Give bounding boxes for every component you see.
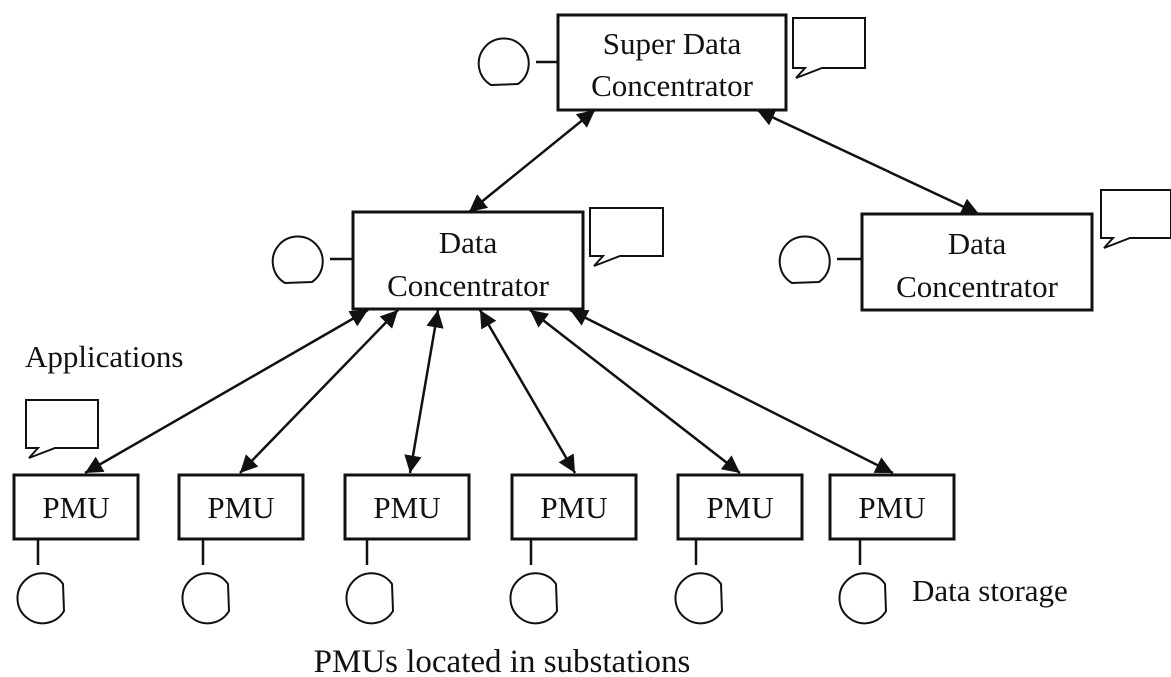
link-pmu-3 [404,309,444,474]
left-concentrator-label-line2: Concentrator [387,268,550,303]
pmu-caption: PMUs located in substations [314,644,691,677]
right-concentrator-label-line2: Concentrator [896,269,1059,304]
pmu-3: PMU [343,473,471,625]
data-storage-icon [838,572,888,625]
data-storage-icon [16,572,66,625]
application-icon [1100,189,1171,249]
super-concentrator-label-line1: Super Data [603,26,742,61]
pmu-box [343,473,471,541]
link-pmu-1 [84,308,369,475]
data-concentrator-left: Data Concentrator [271,207,664,311]
data-storage-icon [271,235,324,285]
link-super-to-right-concentrator [756,108,980,216]
data-storage-label: Data storage [912,573,1068,608]
pmu-row: PMU PMU PMU PMU PMU [12,473,956,625]
pmu-label: PMU [207,490,274,525]
data-storage-icon [674,572,724,625]
pmu-label: PMU [373,490,440,525]
pmu-box [510,473,638,541]
link-pmu-6 [569,308,894,475]
data-storage-icon [509,572,559,625]
data-concentrator-right: Data Concentrator [778,189,1171,312]
data-storage-icon [181,572,231,625]
pmu-1: PMU [12,473,140,625]
right-concentrator-box [860,212,1094,312]
pmu-box [828,473,956,541]
pmu-label: PMU [706,490,773,525]
super-data-concentrator: Super Data Concentrator [477,13,866,112]
pmu-5: PMU [674,473,804,625]
pmu-box [676,473,804,541]
pmu-label: PMU [858,490,925,525]
pmu-label: PMU [42,490,109,525]
data-storage-icon [477,37,530,87]
pmu-2: PMU [177,473,305,625]
connections [84,108,980,475]
link-pmu-2 [239,309,399,474]
pmu-label: PMU [540,490,607,525]
data-storage-icon [345,572,395,625]
link-super-to-left-concentrator [468,109,596,213]
super-concentrator-box [556,13,788,112]
pmu-4: PMU [509,473,638,625]
pmu-6: PMU [828,473,956,625]
super-concentrator-label-line2: Concentrator [591,68,754,103]
pmu-box [177,473,305,541]
left-concentrator-label-line1: Data [439,225,498,260]
left-concentrator-box [351,210,585,311]
data-storage-icon [778,235,831,285]
pmu-box [12,473,140,541]
application-icon [589,207,664,267]
application-icon [25,399,99,459]
applications-label: Applications [25,339,183,374]
right-concentrator-label-line1: Data [948,226,1007,261]
application-icon [792,17,866,79]
